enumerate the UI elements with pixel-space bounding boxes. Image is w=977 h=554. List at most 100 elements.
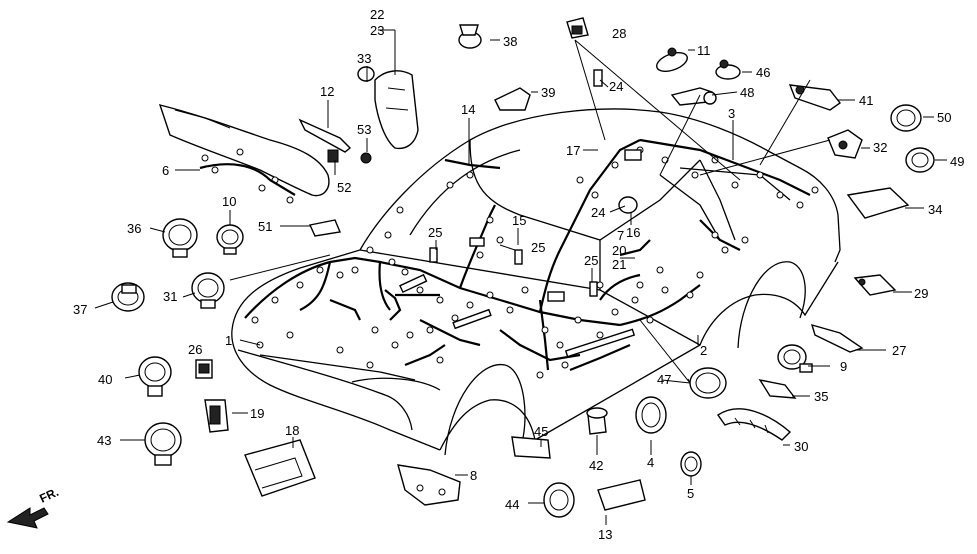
callout-28: 28 (612, 26, 626, 41)
callout-37: 37 (73, 302, 87, 317)
engine-cover-6 (158, 104, 330, 204)
bracket-39 (494, 87, 531, 111)
callout-20: 20 (612, 243, 626, 258)
band-36 (162, 218, 198, 258)
callout-5: 5 (687, 486, 694, 501)
callout-15: 15 (512, 213, 526, 228)
callout-6: 6 (162, 163, 169, 178)
callout-12: 12 (320, 84, 334, 99)
callout-22: 22 (370, 7, 384, 22)
holder-48 (670, 87, 717, 106)
clip-19 (204, 399, 229, 433)
cover-22-23 (374, 70, 419, 150)
callout-49: 49 (950, 154, 964, 169)
clip-52 (327, 149, 339, 163)
clip-32 (827, 129, 863, 159)
ring-5 (680, 451, 702, 477)
callout-52: 52 (337, 180, 351, 195)
car-body (231, 108, 841, 456)
callout-labels: 1 2 3 4 5 6 7 8 9 10 11 12 13 14 15 16 1… (37, 7, 964, 542)
callout-18: 18 (285, 423, 299, 438)
callout-42: 42 (589, 458, 603, 473)
callout-25-left: 25 (428, 225, 442, 240)
clip-16-24 (618, 196, 638, 214)
callout-1: 1 (225, 333, 232, 348)
callout-53: 53 (357, 122, 371, 137)
callout-13: 13 (598, 527, 612, 542)
callout-43: 43 (97, 433, 111, 448)
box-18 (244, 439, 316, 497)
callout-23: 23 (370, 23, 384, 38)
fr-arrow (6, 507, 49, 529)
clip-46 (715, 59, 741, 80)
callout-40: 40 (98, 372, 112, 387)
clip-28 (566, 17, 589, 39)
clip-33 (357, 66, 375, 82)
callout-30: 30 (794, 439, 808, 454)
callout-11: 11 (697, 43, 711, 58)
bolts-25 (429, 247, 598, 297)
callout-33: 33 (357, 51, 371, 66)
callout-4: 4 (647, 455, 654, 470)
callout-46: 46 (756, 65, 770, 80)
callout-9: 9 (840, 359, 847, 374)
clip-51 (308, 219, 341, 237)
bracket-27 (810, 323, 864, 353)
band-40 (138, 356, 172, 397)
ring-44 (543, 482, 575, 518)
ring-49 (905, 147, 935, 173)
bracket-13 (597, 479, 646, 511)
callout-41: 41 (859, 93, 873, 108)
callout-17: 17 (566, 143, 580, 158)
callout-16: 16 (626, 225, 640, 240)
callout-31: 31 (163, 289, 177, 304)
callout-47: 47 (657, 372, 671, 387)
direction-label: FR. (37, 485, 60, 506)
callout-26: 26 (188, 342, 202, 357)
ring-50 (890, 104, 922, 132)
bolt-24 (593, 69, 603, 87)
bracket-35 (758, 378, 797, 399)
callout-44: 44 (505, 497, 519, 512)
callout-48: 48 (740, 85, 754, 100)
callout-25-right: 25 (584, 253, 598, 268)
clip-11 (656, 47, 688, 72)
callout-50: 50 (937, 110, 951, 125)
leader-lines (94, 29, 947, 525)
bracket-12 (298, 118, 352, 153)
callout-10: 10 (222, 194, 236, 209)
clip-26 (195, 359, 213, 379)
strap-30 (717, 408, 792, 441)
callout-51: 51 (258, 219, 272, 234)
grommet-42 (586, 407, 608, 435)
callout-3: 3 (728, 106, 735, 121)
band-37 (111, 282, 145, 312)
callout-27: 27 (892, 343, 906, 358)
band-43 (144, 422, 182, 466)
callout-36: 36 (127, 221, 141, 236)
callout-38: 38 (503, 34, 517, 49)
band-10 (216, 224, 244, 255)
callout-25-mid: 25 (531, 240, 545, 255)
ring-47 (689, 367, 727, 399)
plate-45 (511, 436, 551, 459)
callout-24-mid: 24 (591, 205, 605, 220)
band-31 (191, 272, 225, 309)
clip-29 (853, 274, 897, 296)
bracket-8 (397, 464, 461, 506)
callout-21: 21 (612, 257, 626, 272)
clip-38 (458, 24, 482, 49)
clip-53 (360, 152, 372, 164)
callout-8: 8 (470, 468, 477, 483)
callout-34: 34 (928, 202, 942, 217)
harness-routing (244, 138, 811, 372)
callout-35: 35 (814, 389, 828, 404)
harness-connectors (251, 146, 819, 379)
callout-45: 45 (534, 424, 548, 439)
band-9 (777, 344, 813, 373)
holder-41 (788, 84, 842, 111)
callout-14: 14 (461, 102, 475, 117)
callout-29: 29 (914, 286, 928, 301)
